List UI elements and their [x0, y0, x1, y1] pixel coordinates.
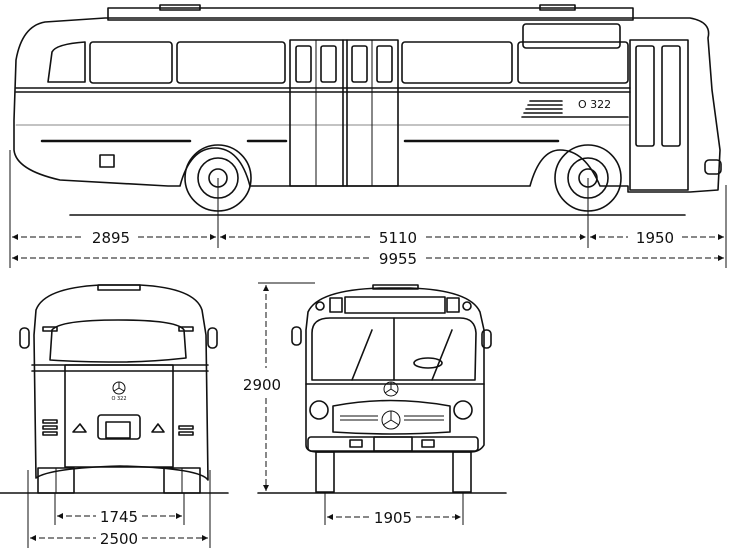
side-window: [401, 41, 513, 84]
mercedes-star-icon: [381, 410, 401, 430]
dim-wheelbase: 5110: [379, 229, 417, 247]
side-window: [89, 41, 173, 84]
dim-rear-track: 1745: [100, 508, 138, 526]
fuel-cap: [99, 154, 115, 168]
roof-vent: [539, 4, 576, 11]
mercedes-star-icon: [112, 381, 126, 395]
destination-sign: [522, 23, 621, 49]
rear-body-outline: [33, 284, 209, 481]
wiper: [431, 329, 453, 381]
side-dimensions: 2895 5110 1950 9955: [12, 229, 724, 268]
windshield: [311, 317, 477, 381]
front-wheel-right: [452, 451, 472, 493]
tail-light: [151, 423, 165, 433]
roof-rail: [107, 7, 634, 21]
front-view: [257, 282, 507, 525]
mirror: [207, 327, 218, 349]
dim-front-track: 1905: [374, 509, 412, 527]
mirror: [291, 326, 302, 346]
side-body-outline: [13, 17, 721, 193]
front-door: [629, 39, 689, 191]
rear-view: O 322: [0, 284, 229, 548]
headlight: [704, 159, 722, 175]
side-model-badge: O 322: [578, 98, 611, 111]
dim-overall-length: 9955: [379, 250, 417, 268]
side-view: O 322: [9, 4, 727, 268]
side-window: [517, 41, 629, 84]
side-window: [47, 41, 86, 83]
license-plate: [97, 414, 141, 440]
tail-light: [72, 423, 87, 433]
wiper: [351, 329, 373, 381]
front-bumper: [307, 436, 479, 452]
dim-rear-overhang: 2895: [92, 229, 130, 247]
mirror: [481, 329, 492, 349]
front-wheel-left: [315, 451, 335, 493]
speed-stripes: [521, 100, 629, 118]
rear-window: [49, 319, 187, 363]
mercedes-star-icon: [383, 381, 399, 397]
rear-model-badge: O 322: [111, 396, 126, 402]
steering-wheel: [413, 357, 443, 369]
headlight: [453, 400, 473, 420]
grille: [332, 399, 451, 435]
front-license-plate: [373, 436, 413, 452]
side-window: [176, 41, 286, 84]
roof-vent: [159, 4, 201, 11]
dim-front-overhang: 1950: [636, 229, 674, 247]
dim-overall-width: 2500: [100, 530, 138, 548]
dim-height: 2900: [243, 376, 281, 394]
front-dimensions: 2900 1905: [243, 285, 461, 527]
engine-hatch: [64, 364, 174, 468]
center-door: [289, 39, 399, 187]
rear-dimensions: 1745 2500: [30, 508, 208, 548]
mirror: [19, 327, 30, 349]
headlight: [309, 400, 329, 420]
